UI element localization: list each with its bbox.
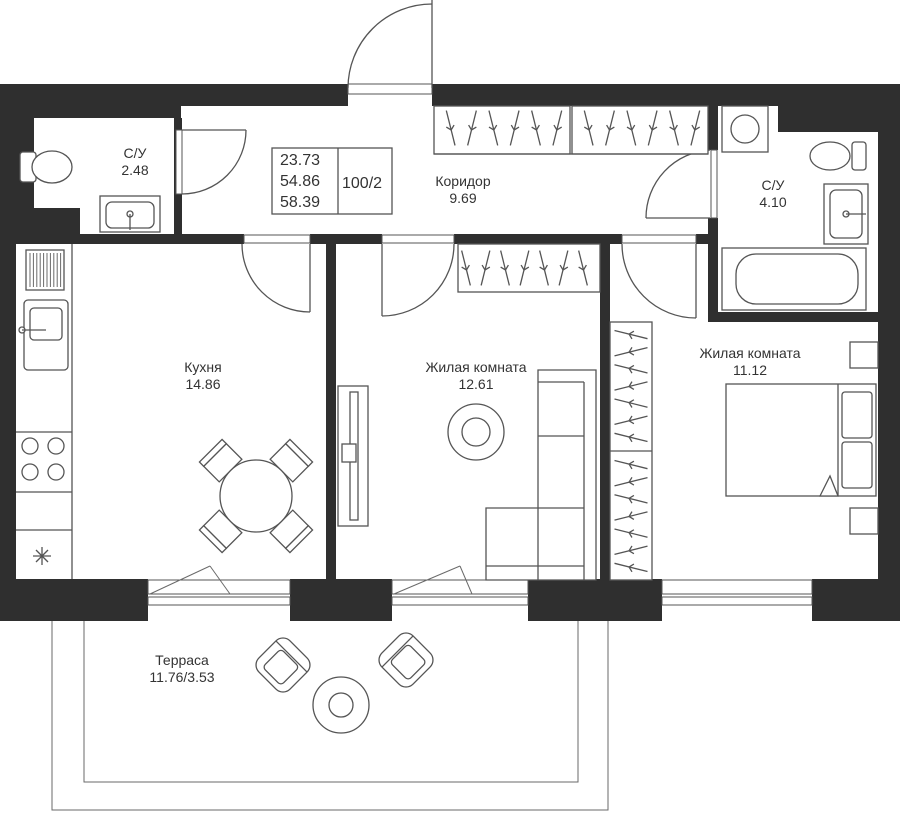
chair-icon — [198, 509, 243, 554]
living-area-value: 23.73 — [280, 152, 320, 169]
hanger-icon — [614, 415, 648, 426]
windows — [147, 565, 813, 606]
plan-code: 100/2 — [342, 175, 382, 192]
hanger-icon — [614, 329, 648, 340]
hanger-icon — [626, 110, 637, 146]
kitchen-area: 14.86 — [185, 376, 220, 392]
hanger-icon — [614, 381, 648, 391]
terrace-name: Терраса — [155, 652, 209, 668]
hanger-icon — [605, 110, 615, 146]
hanger-icon — [614, 528, 648, 538]
bath-area: 4.10 — [759, 194, 786, 210]
hanger-icon — [583, 110, 594, 146]
hanger-icon — [531, 110, 541, 146]
hanger-icon — [558, 250, 569, 286]
living1-name: Жилая комната — [425, 359, 526, 375]
hanger-icon — [614, 364, 648, 374]
corridor-name: Коридор — [435, 173, 491, 189]
hanger-icon — [647, 110, 658, 146]
hanger-icon — [552, 110, 563, 146]
armchair-icon — [378, 632, 434, 688]
chair-icon — [269, 438, 314, 483]
living2-furniture — [609, 321, 879, 581]
living2-name: Жилая комната — [699, 345, 800, 361]
kitchen-fixtures — [16, 244, 314, 579]
hanger-icon — [614, 545, 648, 556]
hanger-icon — [539, 250, 549, 286]
hangers — [445, 110, 701, 146]
hanger-icon — [614, 494, 648, 504]
hanger-icon — [614, 562, 648, 573]
hanger-icon — [614, 511, 648, 521]
living2-area: 11.12 — [733, 362, 767, 378]
hanger-icon — [614, 432, 648, 443]
hanger-icon — [690, 110, 701, 146]
hanger-icon — [467, 110, 477, 146]
hanger-icon — [461, 250, 471, 286]
corridor-area: 9.69 — [449, 190, 476, 206]
living1-furniture — [337, 243, 601, 581]
terrace — [51, 621, 609, 811]
wc-small-name: С/У — [124, 145, 147, 161]
total-area-value: 54.86 — [280, 173, 320, 190]
terrace-area: 11.76/3.53 — [149, 669, 214, 685]
asterisk-icon — [33, 547, 51, 565]
area-with-terrace-value: 58.39 — [280, 194, 320, 211]
wc-small-area: 2.48 — [121, 162, 148, 178]
hanger-icon — [614, 476, 648, 487]
bath-name: С/У — [762, 177, 785, 193]
hanger-icon — [614, 398, 648, 408]
hanger-icon — [669, 110, 679, 146]
hanger-icon — [500, 250, 510, 286]
hanger-icon — [488, 110, 499, 146]
hanger-icon — [519, 250, 530, 286]
hanger-icon — [614, 459, 648, 470]
area-summary-table: 23.73 54.86 58.39 100/2 — [271, 147, 393, 215]
hanger-icon — [614, 346, 648, 357]
walls — [0, 84, 900, 621]
corridor-wardrobe — [433, 105, 709, 155]
room-labels: С/У 2.48 Коридор 9.69 С/У 4.10 Кухня 14.… — [121, 145, 800, 685]
hanger-icon — [578, 250, 588, 286]
kitchen-name: Кухня — [184, 359, 221, 375]
bath-fixtures — [721, 105, 869, 311]
hanger-icon — [509, 110, 520, 146]
hanger-icon — [480, 250, 491, 286]
chair-icon — [198, 438, 243, 483]
wc-fixtures — [19, 150, 161, 233]
armchair-icon — [255, 637, 311, 693]
doors — [175, 0, 718, 319]
hanger-icon — [445, 110, 456, 146]
living1-area: 12.61 — [458, 376, 493, 392]
